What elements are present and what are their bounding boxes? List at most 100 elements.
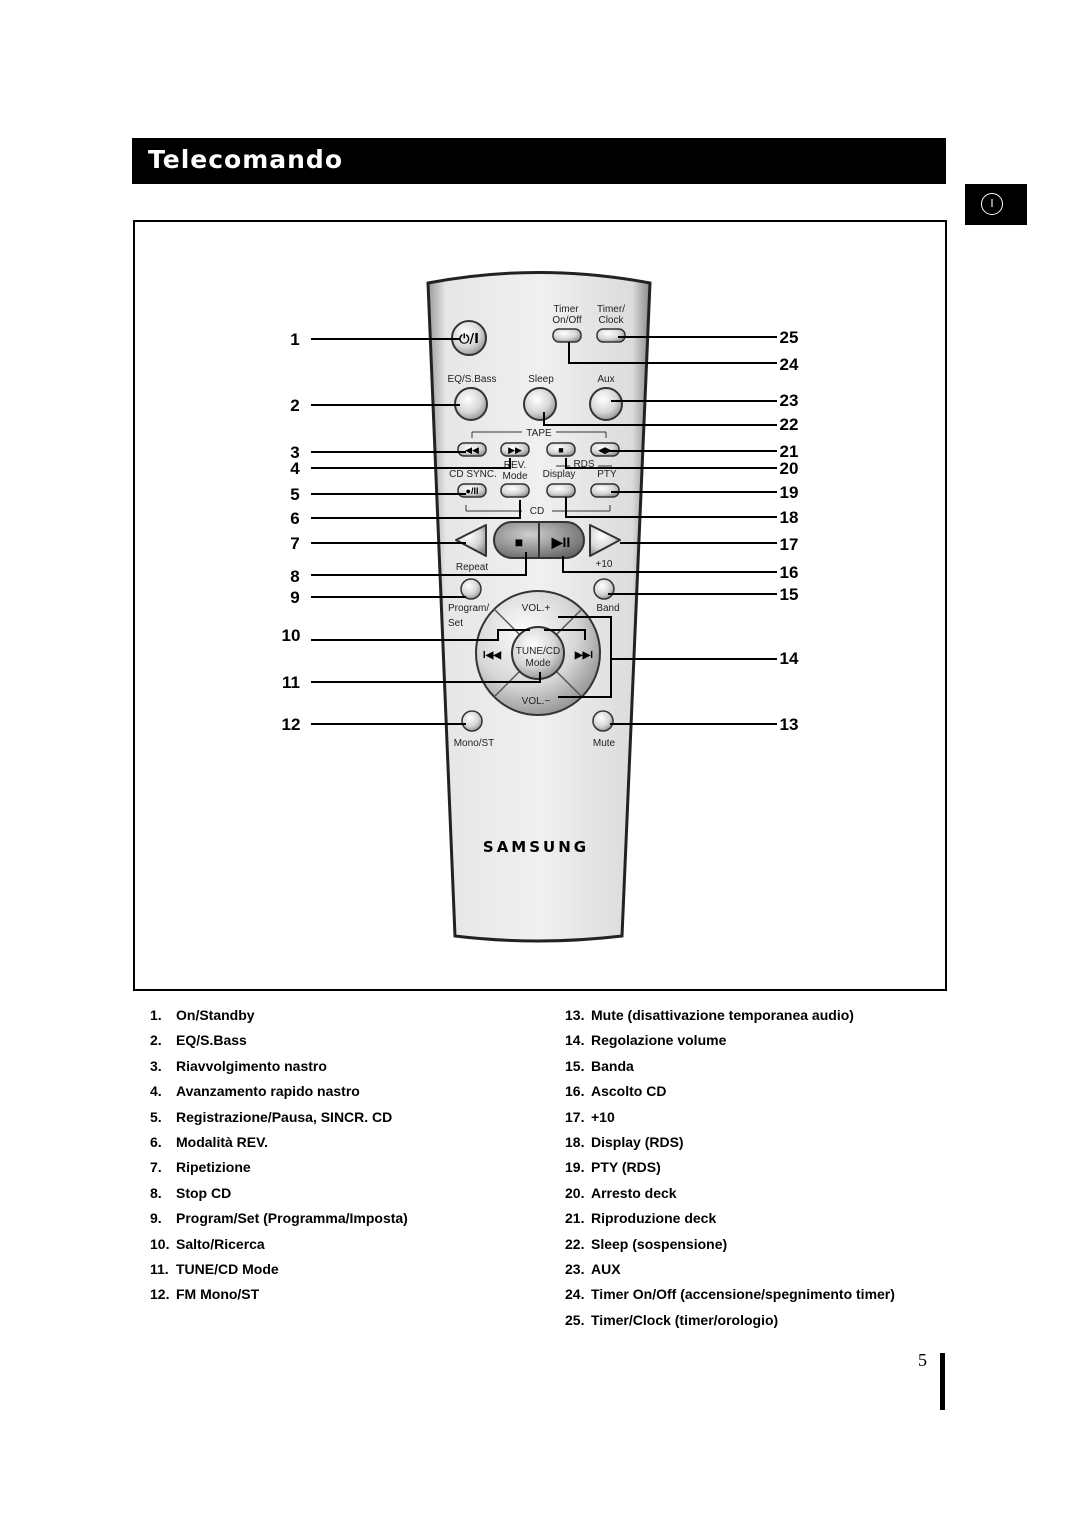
legend-item: 24.Timer On/Off (accensione/spegnimento … [565,1286,895,1303]
callout-14: 14 [780,649,799,668]
rev-mode-button[interactable] [500,483,530,498]
callout-6: 6 [290,509,299,528]
callout-13: 13 [780,715,799,734]
eq-sbass-label: EQ/S.Bass [448,374,497,385]
callout-7: 7 [290,534,299,553]
legend-item: 14.Regolazione volume [565,1032,727,1049]
tune-cd-mode-button[interactable] [511,626,565,680]
cd-stop-icon: ■ [515,534,523,550]
repeat-label: Repeat [456,562,488,573]
callout-19: 19 [780,483,799,502]
legend-item: 20.Arresto deck [565,1184,677,1201]
display-label: Display [543,469,576,480]
pty-button[interactable] [590,483,620,498]
remote-diagram: Timer On/Off Timer/ Clock ⏻/I EQ/S.Bass … [282,271,799,943]
page-title: Telecomando [148,145,343,174]
timer-on-off-label-2: On/Off [552,315,581,326]
tape-group-label: TAPE [526,428,552,439]
legend-item: 15.Banda [565,1057,634,1074]
fast-forward-icon: ▶▶ [508,445,522,455]
cd-group-label: CD [530,506,544,517]
callout-3: 3 [290,443,299,462]
callout-24: 24 [780,355,799,374]
legend-left-column: 1.On/Standby 2.EQ/S.Bass 3.Riavvolgiment… [150,1007,408,1312]
language-badge: I [981,193,1003,215]
mono-st-label: Mono/ST [454,738,495,749]
language-tab: I [965,184,1027,225]
callout-16: 16 [780,563,799,582]
rds-label: RDS [573,459,594,470]
skip-back-icon[interactable]: I◀◀ [483,650,501,661]
legend-item: 19.PTY (RDS) [565,1159,661,1176]
plus10-label: +10 [596,559,613,570]
program-set-button[interactable] [460,578,482,600]
callout-4: 4 [290,459,300,478]
mute-button[interactable] [592,710,614,732]
page-marker-bar [940,1353,945,1410]
sleep-button[interactable] [523,387,557,421]
record-pause-icon: ●/II [466,486,479,496]
legend-item: 12.FM Mono/ST [150,1286,260,1303]
pty-label: PTY [597,469,617,480]
callout-numbers-left: 1 2 3 4 5 6 7 8 9 10 11 12 [282,330,301,734]
legend-item: 25.Timer/Clock (timer/orologio) [565,1311,779,1328]
timer-clock-button[interactable] [596,328,626,343]
callout-17: 17 [780,535,799,554]
callout-9: 9 [290,588,299,607]
mono-st-button[interactable] [461,710,483,732]
callout-22: 22 [780,415,799,434]
legend-item: 8.Stop CD [150,1184,232,1201]
rewind-icon: ◀◀ [465,445,479,455]
callout-8: 8 [290,567,299,586]
legend-item: 9.Program/Set (Programma/Imposta) [150,1210,408,1227]
legend-item: 10.Salto/Ricerca [150,1235,265,1252]
aux-button[interactable] [589,387,623,421]
timer-clock-label-1: Timer/ [597,304,625,315]
callout-18: 18 [780,508,799,527]
legend-item: 18.Display (RDS) [565,1133,684,1150]
legend-item: 11.TUNE/CD Mode [150,1260,279,1277]
power-icon: ⏻/I [459,332,479,347]
legend-item: 2.EQ/S.Bass [150,1032,247,1049]
callout-2: 2 [290,396,299,415]
timer-on-off-label-1: Timer [553,304,579,315]
cd-sync-label: CD SYNC. [449,469,497,480]
program-set-label-1: Program/ [448,603,489,614]
legend-item: 4.Avanzamento rapido nastro [150,1083,360,1100]
tape-play-button[interactable] [590,442,620,457]
callout-5: 5 [290,485,299,504]
band-label: Band [596,603,619,614]
skip-forward-icon[interactable]: ▶▶I [574,650,593,661]
callout-1: 1 [290,330,299,349]
legend-item: 21.Riproduzione deck [565,1210,717,1227]
legend-item: 23.AUX [565,1260,621,1277]
tune-cd-label-1: TUNE/CD [516,646,560,657]
legend-item: 17.+10 [565,1108,615,1125]
callout-12: 12 [282,715,301,734]
program-set-label-2: Set [448,618,463,629]
tape-ff-button[interactable] [500,442,530,457]
mute-label: Mute [593,738,616,749]
legend-item: 6.Modalità REV. [150,1133,269,1150]
callout-23: 23 [780,391,799,410]
page-number: 5 [918,1350,927,1370]
legend-item: 13.Mute (disattivazione temporanea audio… [565,1007,854,1023]
timer-on-off-button[interactable] [552,328,582,343]
cd-play-pause-icon: ▶II [551,534,571,550]
cd-skip-forward-button[interactable] [589,524,621,557]
callout-20: 20 [780,459,799,478]
callout-25: 25 [780,328,799,347]
stop-icon: ■ [558,445,563,455]
legend-right-column: 13.Mute (disattivazione temporanea audio… [565,1007,895,1337]
display-button[interactable] [546,483,576,498]
legend-item: 1.On/Standby [150,1007,255,1023]
tune-cd-label-2: Mode [525,658,550,669]
legend-item: 7.Ripetizione [150,1159,251,1176]
tape-stop-button[interactable] [546,442,576,457]
band-button[interactable] [593,578,615,600]
aux-label: Aux [597,374,614,385]
cd-skip-back-button[interactable] [455,524,487,557]
section-title-bar: Telecomando [132,138,946,184]
vol-down-label: VOL.− [522,696,551,707]
vol-up-label: VOL.+ [522,603,551,614]
